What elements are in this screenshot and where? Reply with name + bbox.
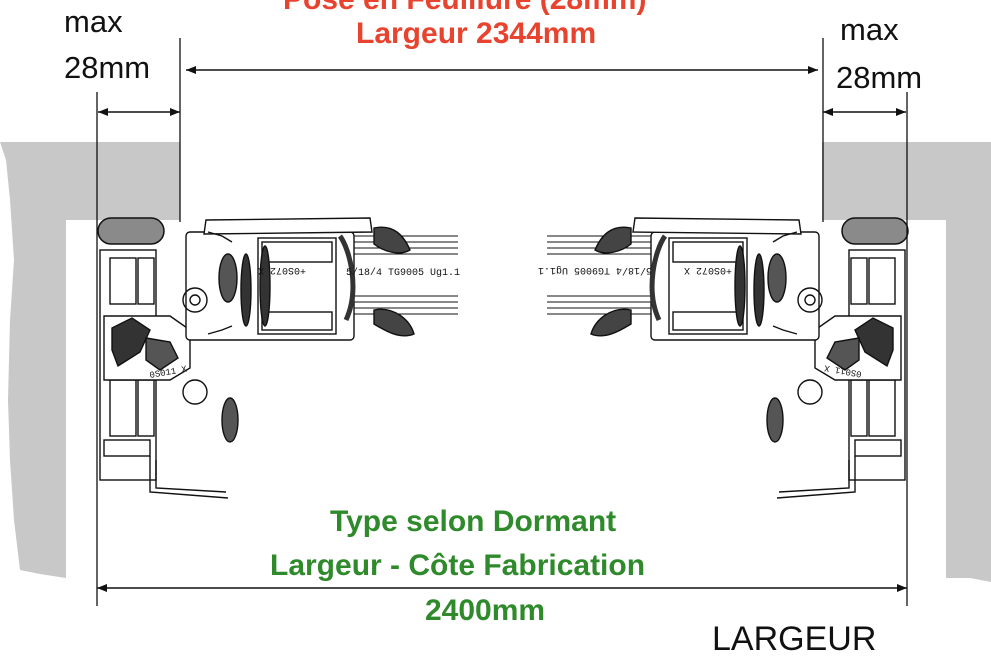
left-profile-code: +0S072 X <box>258 264 306 275</box>
left-wall <box>0 142 180 578</box>
right-wall <box>822 142 991 582</box>
type-selon-dormant: Type selon Dormant <box>330 505 617 538</box>
right-glazing-code: 5/18/4 TG9005 Ug1.1 <box>538 264 652 276</box>
title-pose-feuillure: Pose en Feuillure (28mm) <box>283 0 646 17</box>
right-seal <box>841 217 909 245</box>
right-frame-profile <box>547 217 906 499</box>
left-seal <box>97 217 165 245</box>
largeur-cote-fabrication: Largeur - Côte Fabrication <box>270 549 646 582</box>
right-profile-code: +0S072 X <box>684 264 732 275</box>
left-28mm-label: 28mm <box>64 50 151 85</box>
left-glazing-code: 5/18/4 TG9005 Ug1.1 <box>346 267 460 279</box>
left-frame-profile <box>99 217 458 499</box>
title-largeur-2344: Largeur 2344mm <box>356 17 597 50</box>
left-max-label: max <box>64 4 123 39</box>
right-max-label: max <box>840 12 899 47</box>
dimension-2400mm: 2400mm <box>425 594 546 627</box>
right-28mm-label: 28mm <box>836 60 923 95</box>
largeur-corner-label: LARGEUR <box>712 620 877 658</box>
